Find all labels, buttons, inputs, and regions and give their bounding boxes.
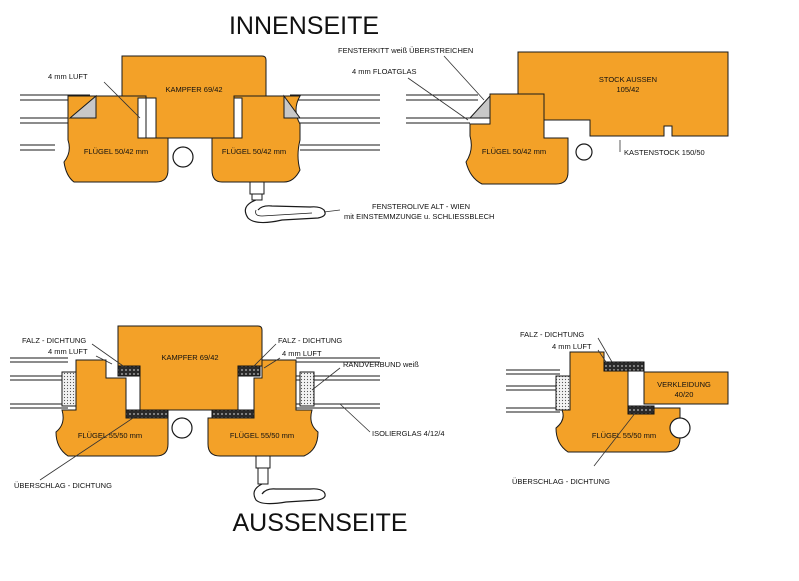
- olive-label-1: FENSTEROLIVE ALT - WIEN: [372, 202, 470, 211]
- stock-aussen-profile: [517, 51, 729, 137]
- falz-seal-br: [603, 361, 645, 372]
- luft-br-label: 4 mm LUFT: [552, 342, 592, 351]
- verkleidung-label-1: VERKLEIDUNG: [657, 380, 711, 389]
- randverbund-br: [555, 375, 571, 411]
- fluegel-right-label: FLÜGEL 50/42 mm: [222, 147, 286, 156]
- falz-seal-left: [117, 365, 141, 377]
- stock-label-2: 105/42: [617, 85, 640, 94]
- bottom-left-section: KAMPFER 69/42 FLÜGEL 55/50 mm FLÜGEL 55/…: [10, 325, 445, 505]
- olive-pin-bottom-icon: [171, 417, 193, 439]
- kampfer-label: KAMPFER 69/42: [165, 85, 222, 94]
- glass-wedge-right: [283, 94, 301, 119]
- falz-left-label: FALZ - DICHTUNG: [22, 336, 86, 345]
- ueberschlag-seal-right: [211, 409, 255, 419]
- randverbund-right: [299, 371, 315, 407]
- luft-right-label: 4 mm LUFT: [282, 349, 322, 358]
- top-right-section: STOCK AUSSEN 105/42 FLÜGEL 50/42 mm FENS…: [338, 46, 729, 185]
- heading-inside: INNENSEITE: [229, 12, 379, 40]
- ueberschlag-seal-left: [125, 409, 169, 419]
- stock-label-1: STOCK AUSSEN: [599, 75, 657, 84]
- olive-pin-br-icon: [669, 417, 691, 439]
- olive-pin-right-icon: [575, 143, 593, 161]
- kastenstock-label: KASTENSTOCK 150/50: [624, 148, 705, 157]
- olive-label-2: mit EINSTEMMZUNGE u. SCHLIESSBLECH: [344, 212, 494, 221]
- ueberschlag-br-label: ÜBERSCHLAG - DICHTUNG: [512, 477, 610, 486]
- glass-panes: [20, 94, 380, 151]
- fluegel-left-label: FLÜGEL 50/42 mm: [84, 147, 148, 156]
- ueberschlag-seal-br: [627, 405, 655, 415]
- fluegel-top-right-profile: [465, 93, 569, 185]
- fluegel-bottom-right-profile: [207, 359, 319, 457]
- luft-left-label: 4 mm LUFT: [48, 347, 88, 356]
- ueberschlag-label: ÜBERSCHLAG - DICHTUNG: [14, 481, 112, 490]
- falz-right-label: FALZ - DICHTUNG: [278, 336, 342, 345]
- air-gap-right: [233, 97, 243, 139]
- fluegel-label: FLÜGEL 50/42 mm: [482, 147, 546, 156]
- luft-label: 4 mm LUFT: [48, 72, 88, 81]
- bottom-right-section: FLÜGEL 55/50 mm VERKLEIDUNG 40/20 FALZ -…: [506, 330, 729, 486]
- glass-wedge-left: [68, 94, 97, 119]
- kitt-wedge: [468, 94, 491, 119]
- falz-br-label: FALZ - DICHTUNG: [520, 330, 584, 339]
- fluegel-bottom-left-label: FLÜGEL 55/50 mm: [78, 431, 142, 440]
- top-left-section: KAMPFER 69/42 FLÜGEL 50/42 mm FLÜGEL 50/…: [20, 55, 494, 224]
- fluegel-br-label: FLÜGEL 55/50 mm: [592, 431, 656, 440]
- fluegel-left-profile: [63, 95, 169, 183]
- fluegel-bottom-left-profile: [55, 359, 169, 457]
- randverbund-label: RANDVERBUND weiß: [343, 360, 419, 369]
- randverbund-left: [61, 371, 77, 407]
- floatglas-label: 4 mm FLOATGLAS: [352, 67, 416, 76]
- air-gap-left: [137, 97, 147, 139]
- isolierglas-label: ISOLIERGLAS 4/12/4: [372, 429, 445, 438]
- heading-outside: AUSSENSEITE: [232, 509, 407, 537]
- falz-seal-right: [237, 365, 261, 377]
- kitt-label: FENSTERKITT weiß ÜBERSTREICHEN: [338, 46, 473, 55]
- window-handle-icon: [244, 199, 326, 224]
- verkleidung-label-2: 40/20: [675, 390, 694, 399]
- olive-shaft: [249, 181, 265, 195]
- kampfer-bottom-label: KAMPFER 69/42: [161, 353, 218, 362]
- verkleidung-profile: [643, 371, 729, 405]
- fluegel-bottom-right-label: FLÜGEL 55/50 mm: [230, 431, 294, 440]
- olive-pin-icon: [172, 146, 194, 168]
- glass-pane-top-right: [406, 94, 478, 124]
- glass-panes-bottom-right: [506, 369, 560, 413]
- window-handle-bottom-icon: [253, 483, 326, 505]
